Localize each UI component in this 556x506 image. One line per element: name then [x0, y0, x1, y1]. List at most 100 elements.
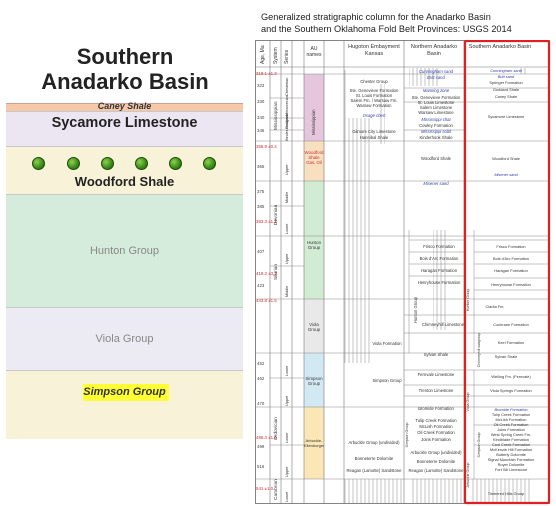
svg-text:Mississippian: Mississippian: [273, 101, 279, 130]
svg-text:Hannibal Shale: Hannibal Shale: [360, 135, 389, 140]
svg-text:Simpson Group: Simpson Group: [477, 433, 481, 458]
north-labels: Cunningham sand Britt sand Manning zone …: [405, 69, 465, 473]
svg-text:Warsaw Formation: Warsaw Formation: [357, 103, 393, 108]
layer-viola-group: Viola Group: [6, 308, 243, 371]
svg-text:Simpson Group: Simpson Group: [405, 423, 409, 448]
svg-text:Lower: Lower: [285, 432, 289, 443]
svg-text:Viola Springs Formation: Viola Springs Formation: [490, 388, 531, 393]
svg-text:Arbuckle Group (undivided): Arbuckle Group (undivided): [349, 440, 401, 445]
svg-text:407: 407: [257, 249, 265, 254]
svg-text:Viola Formation: Viola Formation: [372, 341, 402, 346]
hugoton-hatch: [344, 479, 404, 503]
shale-marker-icon: [135, 157, 148, 170]
svg-text:470: 470: [257, 401, 265, 406]
svg-text:Keel Formation: Keel Formation: [498, 340, 524, 345]
svg-text:Chimneyhill subgroup: Chimneyhill subgroup: [477, 333, 481, 368]
svg-text:Bromide Formation: Bromide Formation: [418, 406, 454, 411]
svg-text:Cunningham sand: Cunningham sand: [419, 69, 454, 74]
svg-text:365: 365: [257, 164, 265, 169]
svg-text:318.1 ±1.3: 318.1 ±1.3: [256, 71, 277, 76]
svg-text:Frisco Formation: Frisco Formation: [496, 244, 525, 249]
svg-text:Henryhouse Formation: Henryhouse Formation: [418, 280, 461, 285]
svg-text:Cunningham sand: Cunningham sand: [490, 68, 522, 73]
svg-text:Tulip Creek Formation: Tulip Creek Formation: [415, 418, 457, 423]
svg-text:Henryhouse Formation: Henryhouse Formation: [491, 282, 531, 287]
svg-text:393.3 ±1.2: 393.3 ±1.2: [256, 219, 277, 224]
south-hatch: [470, 479, 530, 503]
svg-text:Timbered Hills Group: Timbered Hills Group: [488, 491, 525, 496]
svg-text:Sylvan Shale: Sylvan Shale: [424, 352, 449, 357]
svg-text:358.9 ±0.4: 358.9 ±0.4: [256, 144, 277, 149]
shale-marker-icon: [101, 157, 114, 170]
svg-text:Mississippi chat: Mississippi chat: [421, 117, 451, 122]
svg-text:Welling Fm. (Fernvale): Welling Fm. (Fernvale): [491, 374, 531, 379]
chart-title-line1: Generalized stratigraphic column for the…: [261, 12, 491, 22]
svg-text:Silurian: Silurian: [273, 264, 279, 280]
svg-text:McLish Formation: McLish Formation: [496, 417, 527, 422]
layer-simpson-label: Simpson Group: [83, 386, 166, 398]
svg-text:Fort Sill Limestone: Fort Sill Limestone: [495, 467, 527, 472]
svg-text:541 ±1.0: 541 ±1.0: [256, 486, 274, 491]
svg-text:Chester Group: Chester Group: [360, 79, 388, 84]
svg-text:Chimneyhill Limestone: Chimneyhill Limestone: [422, 322, 465, 327]
svg-text:Sylvan Shale: Sylvan Shale: [495, 354, 518, 359]
header-age: Age, Ma: [260, 45, 266, 64]
header-hugoton: Hugoton Embayment Kansas: [348, 44, 400, 57]
hugoton-hatch: [344, 118, 372, 363]
chart-title: Generalized stratigraphic column for the…: [261, 11, 556, 35]
svg-text:Clarita Fm.: Clarita Fm.: [485, 304, 504, 309]
svg-text:Meramecian: Meramecian: [285, 95, 289, 116]
svg-text:Joins Formation: Joins Formation: [497, 427, 525, 432]
simpson-highlight: [83, 384, 169, 401]
svg-text:Woodford Shale: Woodford Shale: [492, 156, 520, 161]
svg-text:St. Louis Formation: St. Louis Formation: [356, 93, 393, 98]
svg-text:Joins Formation: Joins Formation: [421, 437, 451, 442]
svg-text:Signal Mountain Formation: Signal Mountain Formation: [488, 457, 535, 462]
hugoton-labels: Chester Group Ste. Genevieve Formation S…: [347, 79, 403, 473]
svg-text:452: 452: [257, 361, 265, 366]
shale-marker-icon: [203, 157, 216, 170]
svg-text:443.8 ±1.5: 443.8 ±1.5: [256, 298, 277, 303]
north-hatch: [409, 68, 439, 86]
series-labels: Chesterian Meramecian Osagean Kinder-hoo…: [285, 78, 289, 502]
hugoton-hatch: [344, 70, 348, 118]
svg-text:McKenzie Hill Formation: McKenzie Hill Formation: [490, 447, 532, 452]
svg-text:Trenton Limestone: Trenton Limestone: [419, 388, 454, 393]
svg-text:Manning zone: Manning zone: [423, 88, 450, 93]
svg-text:423: 423: [257, 283, 265, 288]
svg-text:385: 385: [257, 204, 265, 209]
svg-text:Osage chert: Osage chert: [363, 113, 387, 118]
svg-text:Osagean: Osagean: [285, 114, 289, 129]
hugoton-hatch: [379, 84, 385, 144]
svg-text:Mississippian: Mississippian: [311, 109, 316, 135]
au-block-arbuckle: [304, 407, 324, 479]
header-series: Series: [284, 49, 290, 64]
layer-hunton-group: Hunton Group: [6, 195, 243, 308]
svg-text:Kinderhook Shale: Kinderhook Shale: [419, 135, 453, 140]
shale-marker-icon: [169, 157, 182, 170]
svg-text:Lower: Lower: [285, 491, 289, 502]
shale-marker-icon: [67, 157, 80, 170]
svg-text:Haragan Formation: Haragan Formation: [494, 268, 528, 273]
svg-text:375: 375: [257, 189, 265, 194]
svg-text:Simpson Group: Simpson Group: [372, 378, 402, 383]
layer-woodford-shale: Woodford Shale: [6, 147, 243, 195]
svg-text:Kinder-hookian: Kinder-hookian: [285, 115, 289, 141]
header-north: Northern Anadarko Basin: [410, 44, 458, 57]
svg-text:Ordovician: Ordovician: [273, 417, 279, 440]
svg-text:McLish Formation: McLish Formation: [419, 424, 453, 429]
system-labels: Mississippian Devonian Silurian Ordovici…: [273, 101, 279, 500]
svg-text:Mississippi solid: Mississippi solid: [421, 129, 452, 134]
svg-text:Reagan (Lamotte) Sandstone: Reagan (Lamotte) Sandstone: [409, 468, 465, 473]
svg-text:499: 499: [257, 444, 265, 449]
svg-text:Bois d'Arc Formation: Bois d'Arc Formation: [493, 256, 529, 261]
svg-text:Cochrane Formation: Cochrane Formation: [493, 322, 528, 327]
svg-text:Lower: Lower: [285, 365, 289, 376]
layer-woodford-label: Woodford Shale: [74, 174, 175, 189]
svg-text:Upper: Upper: [285, 466, 289, 477]
svg-text:Sycamore Limestone: Sycamore Limestone: [488, 114, 525, 119]
svg-text:Middle: Middle: [285, 286, 289, 297]
svg-text:Cowley Formation: Cowley Formation: [419, 123, 453, 128]
svg-text:Goddard Shale: Goddard Shale: [493, 87, 519, 92]
svg-text:Salem Limestone: Salem Limestone: [420, 105, 453, 110]
